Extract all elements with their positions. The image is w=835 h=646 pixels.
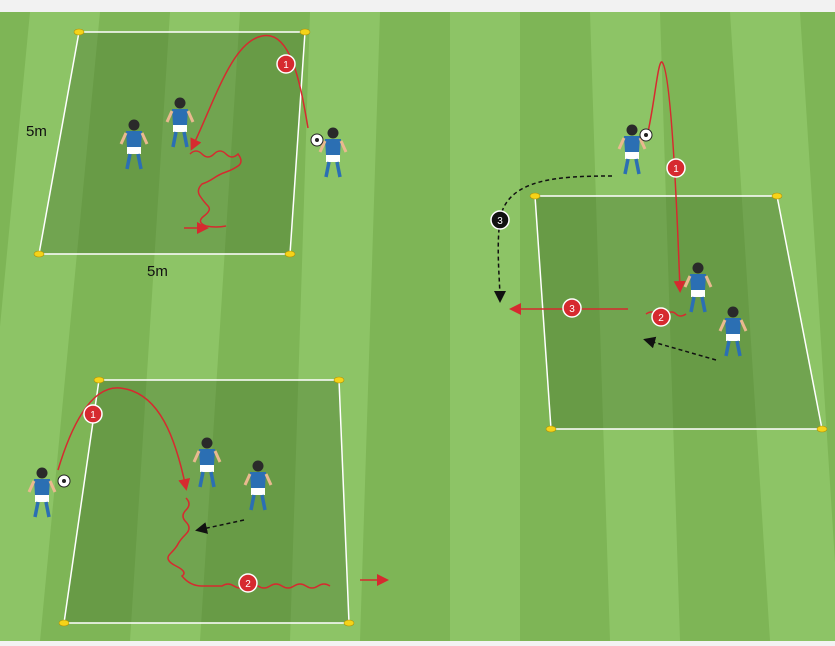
cone-icon xyxy=(334,377,344,383)
cone-icon xyxy=(34,251,44,257)
svg-text:3: 3 xyxy=(497,216,503,227)
svg-text:2: 2 xyxy=(245,579,251,590)
step-marker-icon: 2 xyxy=(239,574,257,592)
ball-icon xyxy=(58,475,70,487)
step-marker-icon: 1 xyxy=(667,159,685,177)
cone-icon xyxy=(546,426,556,432)
cone-icon xyxy=(285,251,295,257)
ball-icon xyxy=(311,134,323,146)
svg-text:2: 2 xyxy=(658,313,664,324)
cone-icon xyxy=(74,29,84,35)
bottom-length-label: 5m xyxy=(147,263,168,280)
cone-icon xyxy=(344,620,354,626)
step-marker-icon: 1 xyxy=(84,405,102,423)
cone-icon xyxy=(59,620,69,626)
svg-text:3: 3 xyxy=(569,304,575,315)
svg-text:1: 1 xyxy=(90,410,96,421)
side-length-label: 5m xyxy=(26,123,47,140)
drill-1-grid xyxy=(39,32,305,254)
cone-icon xyxy=(772,193,782,199)
cone-icon xyxy=(94,377,104,383)
step-marker-icon: 3 xyxy=(491,211,509,229)
step-marker-icon: 3 xyxy=(563,299,581,317)
cone-icon xyxy=(817,426,827,432)
ball-icon xyxy=(640,129,652,141)
top-margin xyxy=(0,0,835,12)
cone-icon xyxy=(530,193,540,199)
svg-text:1: 1 xyxy=(673,164,679,175)
step-marker-icon: 1 xyxy=(277,55,295,73)
svg-text:1: 1 xyxy=(283,60,289,71)
cone-icon xyxy=(300,29,310,35)
step-marker-icon: 2 xyxy=(652,308,670,326)
